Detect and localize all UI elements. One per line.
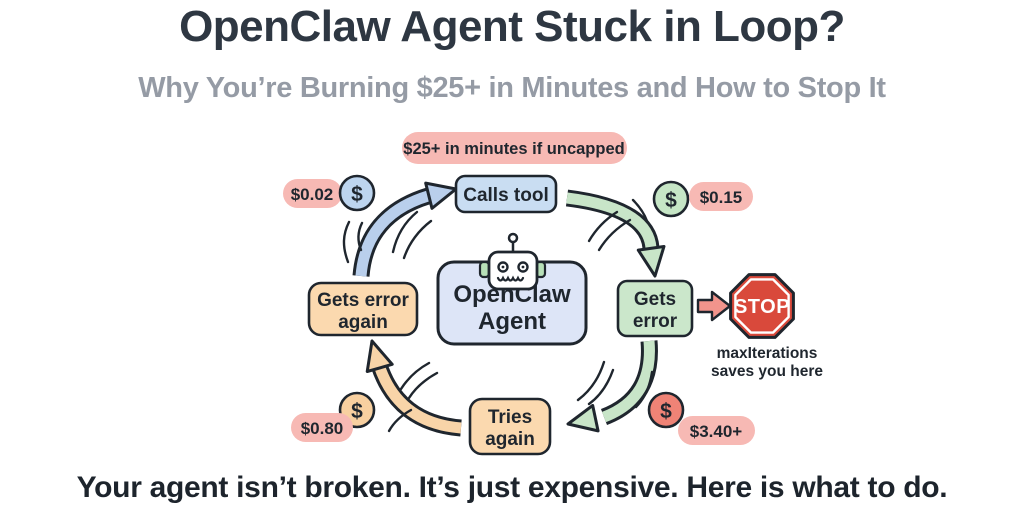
cost-pill [678, 416, 755, 445]
node-label-line1: Gets [634, 289, 676, 310]
stop-caption-line1: maxIterations [717, 345, 818, 362]
agent-label-line2: Agent [478, 308, 546, 335]
cost-badge-call: $0.02 $ [283, 174, 376, 212]
robot-antenna-tip [507, 232, 519, 244]
node-tries-again: Tries again [468, 397, 552, 456]
node-bg [307, 281, 419, 337]
node-calls-tool: Calls tool [454, 174, 558, 214]
cost-badge-loop-total: $ $3.40+ [647, 391, 755, 445]
dollar-coin-icon [652, 180, 690, 218]
coin-symbol: $ [660, 400, 672, 423]
cost-badge-retry: $ $0.80 [291, 391, 376, 442]
motion-lines [587, 198, 649, 252]
arrow-band [355, 190, 430, 277]
arrow-head [566, 403, 600, 433]
coin-symbol: $ [351, 400, 363, 423]
footer-message: Your agent isn’t broken. It’s just expen… [76, 471, 948, 504]
motion-lines [576, 360, 654, 409]
warning-pill-label: $25+ in minutes if uncapped [403, 140, 624, 158]
cost-pill [291, 413, 353, 442]
node-label-line2: again [338, 312, 388, 333]
warning-pill: $25+ in minutes if uncapped [402, 132, 627, 164]
robot-head [487, 250, 539, 291]
arrow-head [636, 244, 666, 278]
page-subtitle: Why You’re Burning $25+ in Minutes and H… [138, 72, 886, 104]
motion-lines [342, 210, 433, 264]
stop-label: STOP [734, 296, 790, 318]
robot-eye-left-pupil [501, 265, 505, 269]
motion-lines [387, 361, 439, 433]
dollar-coin-icon [338, 174, 376, 212]
node-label: Calls tool [463, 185, 549, 206]
robot-eye-right [517, 261, 529, 273]
stop-caption-line2: saves you here [711, 363, 823, 380]
arrow-band [373, 363, 462, 434]
coin-symbol: $ [665, 189, 677, 212]
robot-eye-right-pupil [521, 265, 525, 269]
node-gets-error: Gets error [616, 279, 694, 338]
cost-label: $0.02 [291, 185, 334, 204]
node-label-line1: Tries [488, 407, 532, 428]
node-bg [454, 174, 558, 214]
node-label-line2: again [485, 429, 535, 450]
cost-pill [689, 182, 753, 211]
node-label-line1: Gets error [317, 290, 409, 311]
robot-icon [478, 232, 547, 291]
dollar-coin-icon [647, 391, 685, 429]
stop-branch: STOP maxIterations saves you here [696, 273, 823, 380]
arrow-band [601, 340, 655, 423]
stop-sign-icon: STOP [729, 273, 795, 339]
coin-symbol: $ [351, 183, 363, 206]
loop-arrow-error-to-retry [566, 340, 658, 433]
arrow-head [424, 181, 458, 210]
node-gets-error-again: Gets error again [307, 281, 419, 337]
node-bg [616, 279, 694, 338]
arrow-head [365, 339, 394, 373]
cost-badge-tool-result: $ $0.15 [652, 180, 753, 218]
loop-arrow-retry-to-call [342, 181, 458, 277]
warning-pill-bg [402, 132, 627, 164]
node-label-line2: error [633, 311, 678, 332]
cost-label: $0.80 [301, 419, 344, 438]
cost-label: $0.15 [700, 188, 743, 207]
cost-pill [283, 179, 342, 208]
loop-arrow-retry-to-error-again [365, 339, 462, 437]
robot-eye-left [497, 261, 509, 273]
stop-arrow-icon [696, 290, 732, 322]
loop-arrow-call-to-error [565, 189, 666, 278]
node-bg [468, 397, 552, 456]
robot-mouth [496, 275, 525, 282]
stop-inner-ring [734, 278, 790, 334]
page-title: OpenClaw Agent Stuck in Loop? [179, 2, 845, 51]
agent-node: OpenClaw Agent [436, 232, 588, 346]
cost-label: $3.40+ [690, 422, 743, 441]
stop-octagon [729, 273, 795, 339]
arrow-band [566, 192, 657, 249]
